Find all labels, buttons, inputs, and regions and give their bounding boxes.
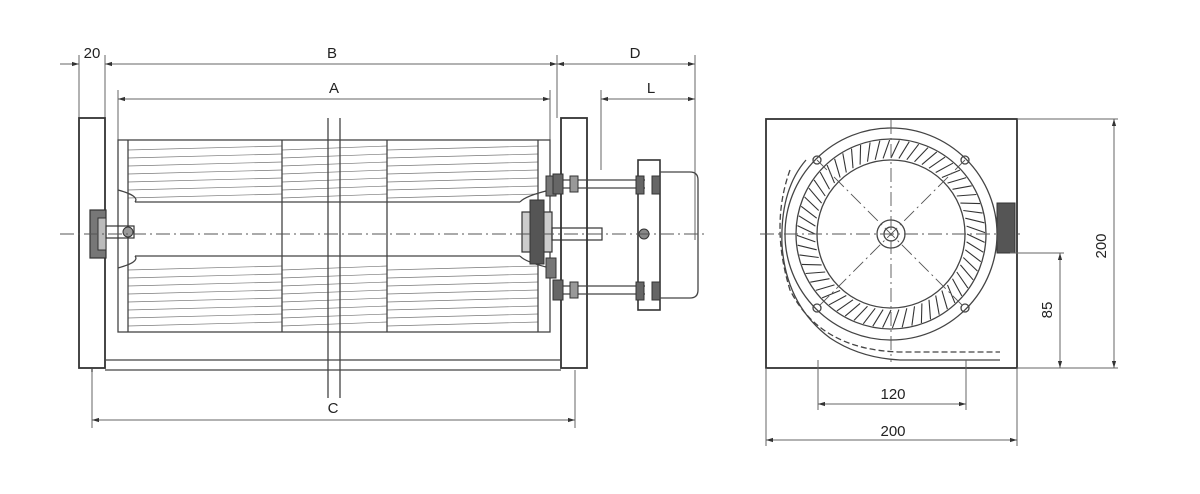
- dim-d-label: D: [630, 45, 641, 62]
- side-view: 20 B A D L C: [60, 45, 708, 428]
- dim-120-label: 120: [880, 386, 905, 403]
- dim-l-label: L: [647, 80, 655, 97]
- right-motor-hub: [521, 175, 603, 279]
- volute-scroll: [781, 159, 1000, 361]
- dim-200-height-label: 200: [1093, 233, 1110, 258]
- frame-lines: [91, 359, 561, 372]
- section-bar: [327, 118, 341, 398]
- front-view: 120 200 200 85: [760, 118, 1118, 446]
- extension-lines-front: [765, 118, 1118, 446]
- impeller-drum: [117, 139, 551, 333]
- dim-20-label: 20: [84, 45, 101, 62]
- dim-85-label: 85: [1039, 302, 1056, 319]
- dim-a-label: A: [329, 80, 339, 97]
- outlet-port: [996, 202, 1016, 254]
- right-end-plate: [560, 117, 588, 369]
- housing-outline: [765, 118, 1018, 369]
- motor-mount: [552, 159, 699, 311]
- front-centerlines: [760, 120, 1020, 362]
- dim-200-width-label: 200: [880, 423, 905, 440]
- dim-c-label: C: [328, 400, 339, 417]
- dimension-lines-side: [60, 61, 695, 423]
- dimension-lines-front: [766, 119, 1117, 443]
- dim-b-label: B: [327, 45, 337, 62]
- volute-inner-dash: [779, 169, 1000, 353]
